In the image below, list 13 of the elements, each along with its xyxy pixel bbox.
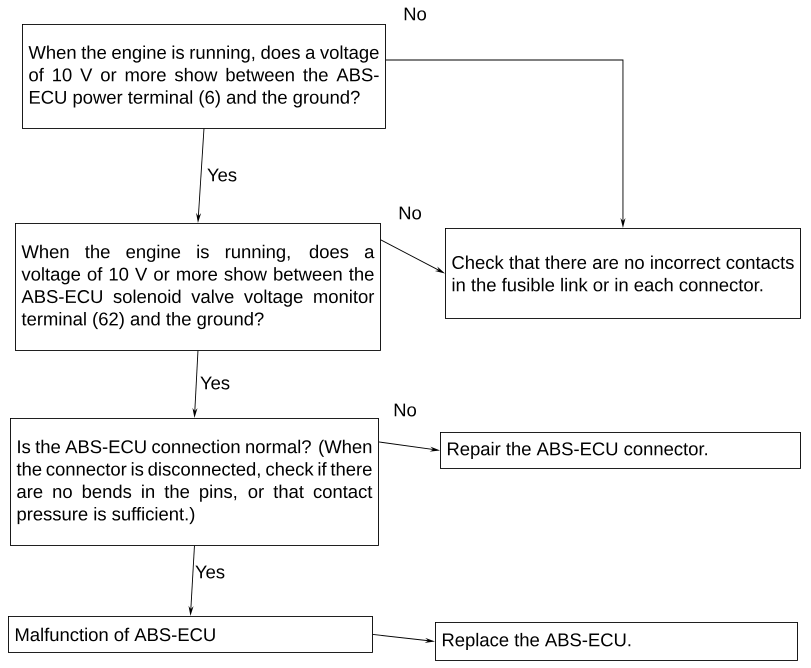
edge-label: Yes [198, 376, 232, 390]
process-box: Repair the ABS-ECU connector. [440, 432, 801, 469]
edge-label: No [402, 6, 428, 22]
process-box: When the engine is running, does a voltage of 10 V or more show between the ABS-ECU solenoid valve voltage monitor terminal (62) and the ground? [15, 223, 381, 351]
edge-label: Yes [194, 564, 226, 580]
edge-label: No [397, 206, 423, 220]
edge-label: Yes [206, 168, 238, 182]
process-box: When the engine is running, does a voltage of 10 V or more show between the ABS-ECU power terminal (6) and the ground? [22, 24, 386, 129]
process-box: Replace the ABS-ECU. [435, 622, 798, 661]
process-box: Malfunction of ABS-ECU [8, 616, 373, 653]
process-box: Is the ABS-ECU connection normal? (When the connector is disconnected, check if there are no bends in the pins, or that contact pressure is sufficient.) [10, 418, 379, 546]
process-box: Check that there are no incorrect contacts in the fusible link or in each connector. [445, 228, 801, 319]
edge-label: No [392, 402, 418, 418]
